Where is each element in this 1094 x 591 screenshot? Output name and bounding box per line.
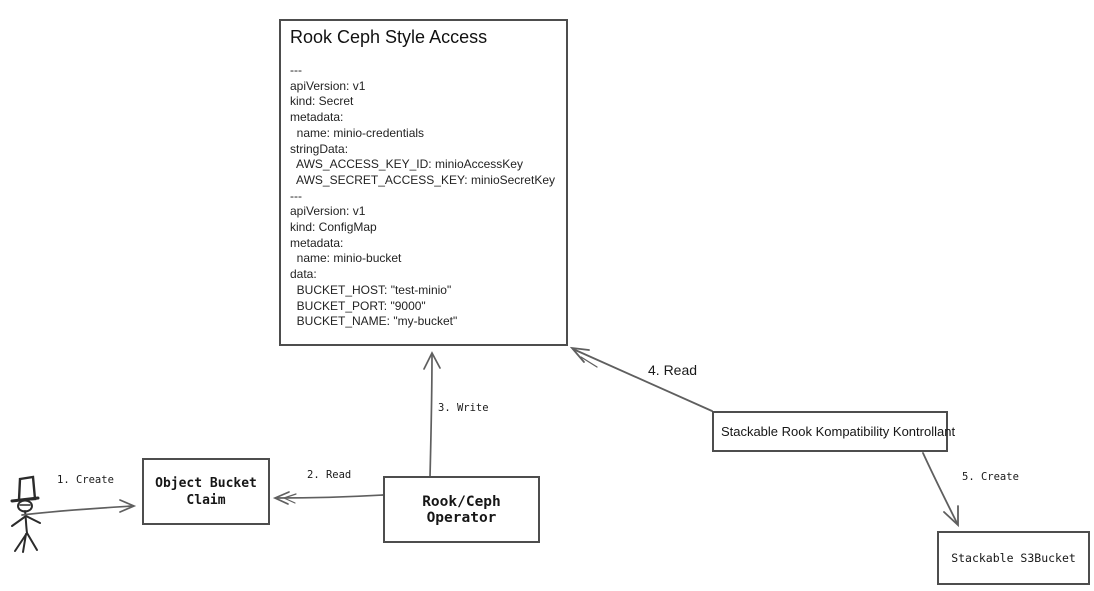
edge-label-create-5: 5. Create (962, 471, 1019, 483)
edge-label-create-1: 1. Create (57, 474, 114, 486)
node-stackable-s3bucket: Stackable S3Bucket (937, 531, 1090, 585)
node-stackable-s3bucket-label: Stackable S3Bucket (951, 551, 1076, 565)
arrow-4-read (569, 346, 713, 412)
node-object-bucket-claim: Object Bucket Claim (142, 458, 270, 525)
node-rook-ceph-style-access: Rook Ceph Style Access --- apiVersion: v… (279, 19, 568, 346)
edge-label-read-2: 2. Read (307, 469, 352, 481)
node-stackable-rook-kompatibility-kontrollant: Stackable Rook Kompatibility Kontrollant (712, 411, 955, 452)
arrow-1-create (21, 499, 137, 516)
node-stackable-rook-kompatibility-kontrollant-label: Stackable Rook Kompatibility Kontrollant (720, 424, 956, 439)
arrow-2-read (272, 491, 384, 505)
edge-label-write-3: 3. Write (438, 402, 489, 414)
arrow-5-create (922, 452, 959, 528)
node-object-bucket-claim-label: Object Bucket Claim (155, 475, 257, 508)
spec-box-yaml-manifest: --- apiVersion: v1 kind: Secret metadata… (290, 63, 555, 329)
node-rook-ceph-operator: Rook/Ceph Operator (383, 476, 540, 543)
node-rook-ceph-operator-label: Rook/Ceph Operator (422, 493, 501, 526)
user-stick-figure-icon (10, 475, 41, 553)
edge-label-read-4: 4. Read (648, 362, 698, 378)
spec-box-title: Rook Ceph Style Access (290, 27, 488, 47)
arrow-3-write (423, 351, 441, 478)
